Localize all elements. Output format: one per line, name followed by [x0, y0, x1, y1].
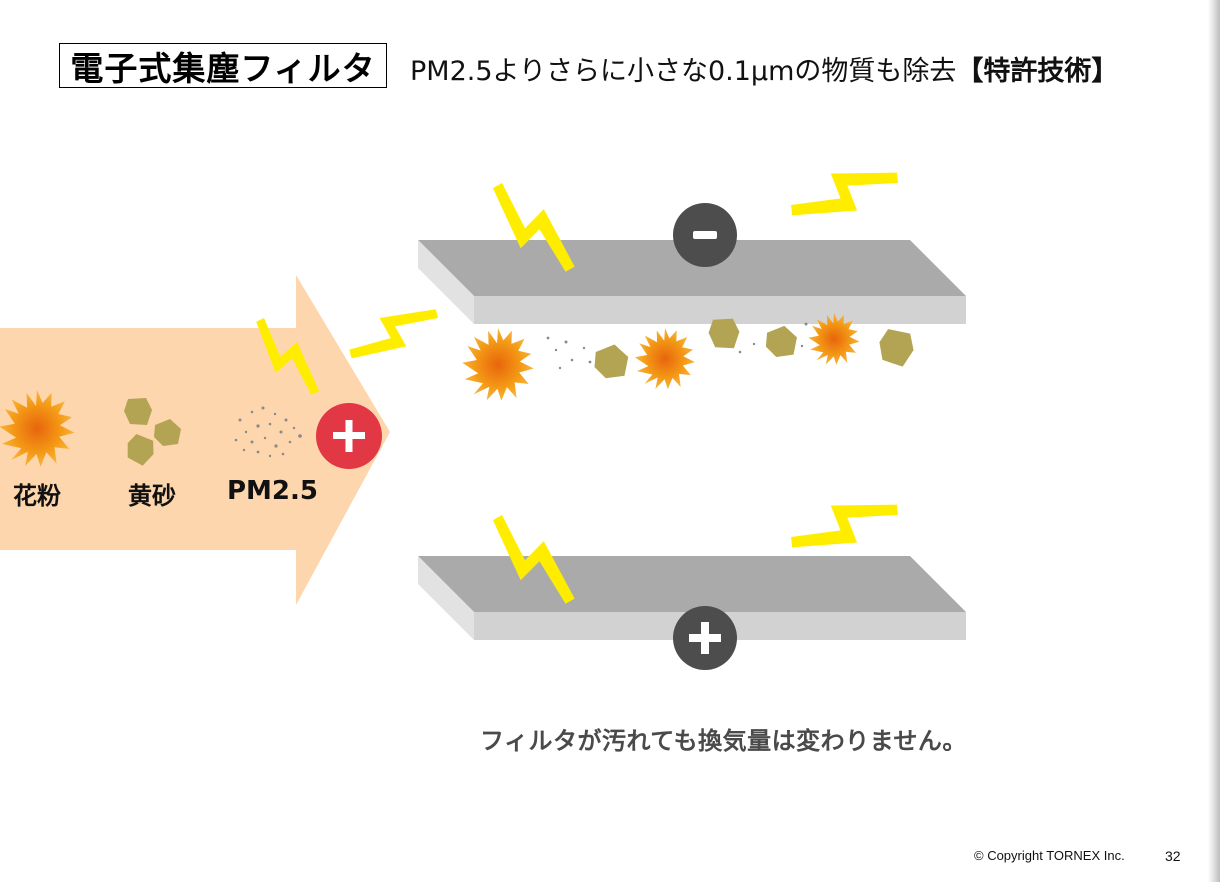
fine-dust-icon — [234, 406, 302, 458]
subtitle-text: PM2.5よりさらに小さな0.1μmの物質も除去 — [410, 55, 957, 87]
lightning-bolt-icon — [346, 286, 441, 382]
lightning-bolt-icon — [786, 135, 903, 253]
page-title: 電子式集塵フィルタ — [59, 43, 387, 88]
minus-icon — [673, 203, 737, 267]
captured-particles — [462, 312, 918, 401]
page-number: 32 — [1165, 848, 1181, 864]
plus-icon — [316, 403, 382, 469]
pollen-label: 花粉 — [13, 482, 61, 510]
sand-label: 黄砂 — [128, 482, 176, 510]
page-subtitle: PM2.5よりさらに小さな0.1μmの物質も除去【特許技術】 — [410, 48, 1118, 88]
plus-icon — [673, 606, 737, 670]
diagram-caption: フィルタが汚れても換気量は変わりません。 — [480, 727, 967, 755]
page-edge-shadow — [1208, 0, 1220, 882]
patent-tag: 【特許技術】 — [956, 55, 1119, 87]
pm25-label: PM2.5 — [227, 476, 318, 506]
copyright-notice: © Copyright TORNEX Inc. — [974, 848, 1125, 863]
